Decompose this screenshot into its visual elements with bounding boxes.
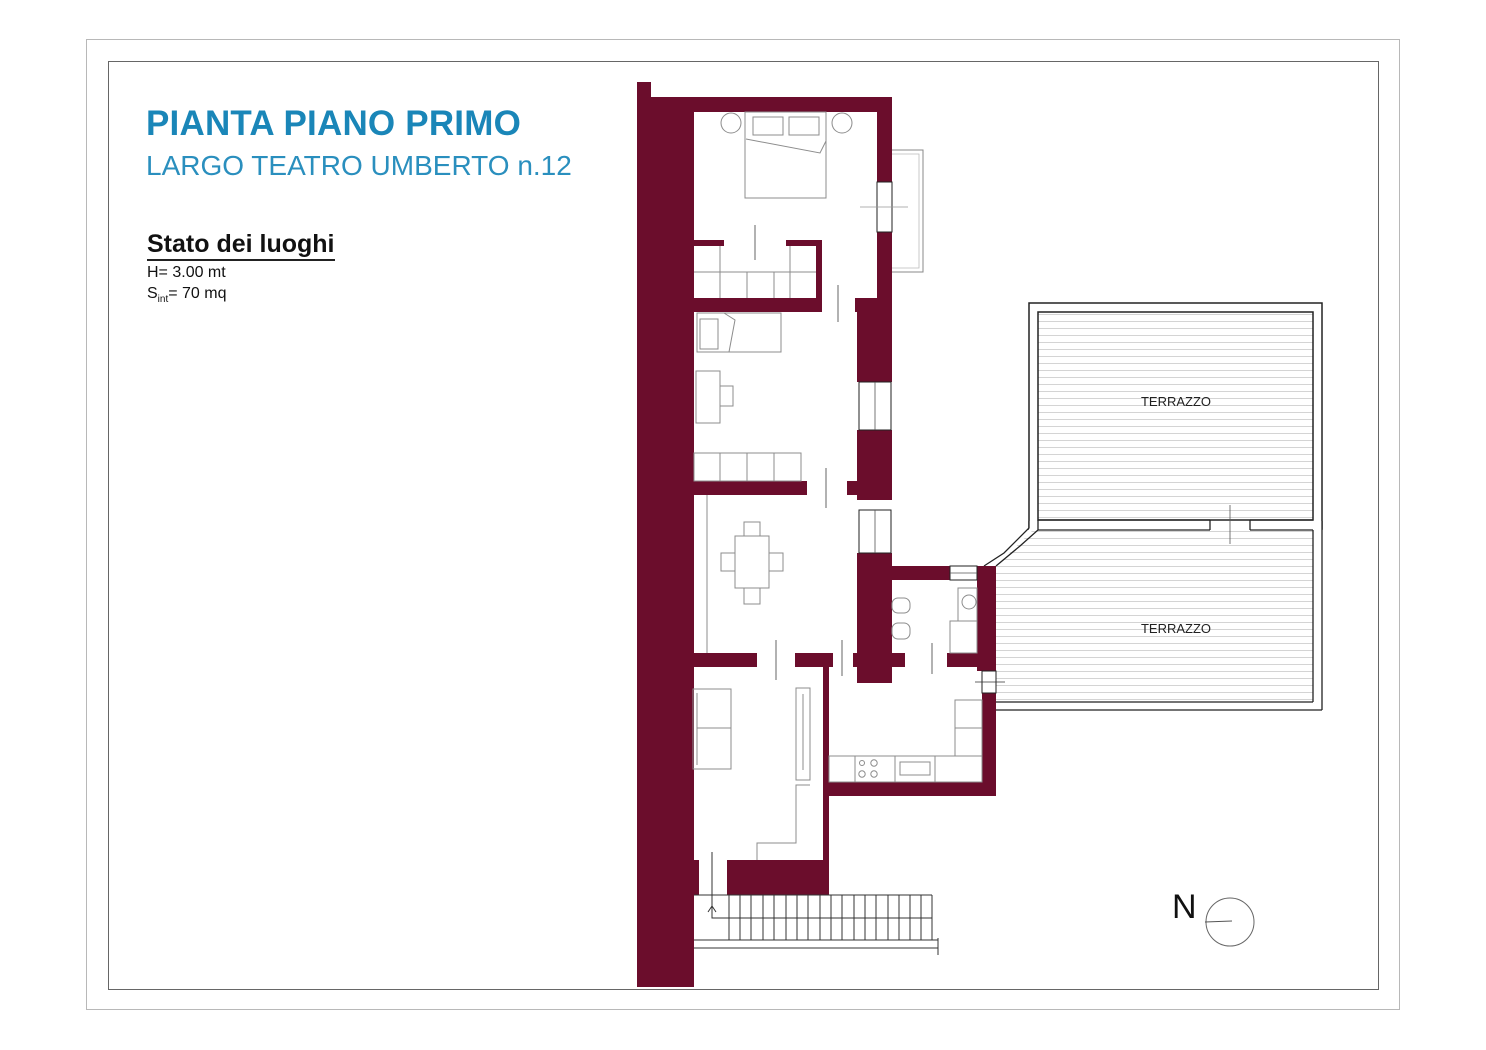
single-bed xyxy=(696,312,782,353)
terrace-label-upper: TERRAZZO xyxy=(1141,394,1211,409)
outer-sheet-border xyxy=(86,39,1400,1010)
desk xyxy=(695,370,734,424)
staircase xyxy=(694,852,939,955)
surface-subscript: int xyxy=(157,294,169,306)
bidet xyxy=(891,597,911,614)
plan-title: PIANTA PIANO PRIMO xyxy=(146,104,521,143)
north-arrow: N xyxy=(1172,888,1255,947)
furniture xyxy=(692,111,983,955)
terrace-upper: TERRAZZO xyxy=(1028,302,1323,530)
north-label: N xyxy=(1172,888,1197,926)
sofa xyxy=(692,688,732,770)
double-bed xyxy=(720,111,853,199)
inner-drawing-border xyxy=(108,61,1379,990)
toilet xyxy=(891,622,911,640)
shower xyxy=(949,587,978,654)
walls xyxy=(637,82,996,987)
internal-surface: Sint= 70 mq xyxy=(147,285,227,305)
windows xyxy=(858,149,1005,694)
tv-unit xyxy=(756,687,811,860)
kitchen-counter xyxy=(828,699,983,783)
terrace-label-lower: TERRAZZO xyxy=(1141,621,1211,636)
section-title: Stato dei luoghi xyxy=(147,230,335,261)
plan-address: LARGO TEATRO UMBERTO n.12 xyxy=(146,150,572,181)
dining-table xyxy=(706,495,784,653)
ceiling-height: H= 3.00 mt xyxy=(147,264,226,281)
terrace-lower: TERRAZZO xyxy=(983,505,1323,711)
surface-value: = 70 mq xyxy=(168,285,227,302)
wardrobe-2 xyxy=(693,452,802,482)
door-marks xyxy=(754,225,933,680)
surface-symbol: S xyxy=(147,285,158,302)
wardrobe xyxy=(694,246,816,298)
